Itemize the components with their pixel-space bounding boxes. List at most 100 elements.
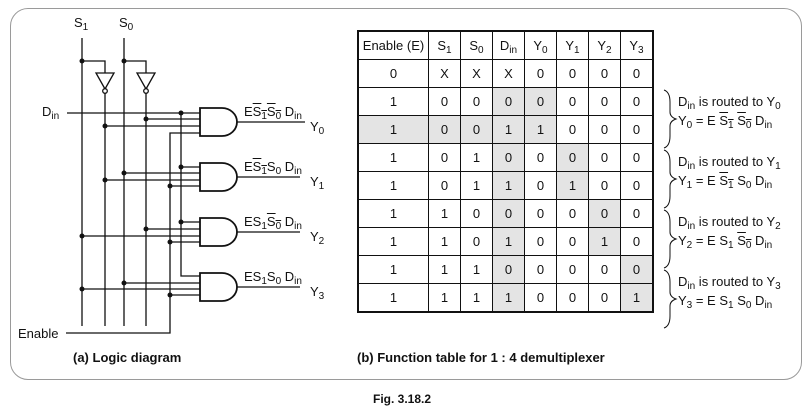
segment-text: = E S <box>692 293 729 308</box>
segment-text: Y <box>678 233 687 248</box>
subscript: in <box>294 221 302 232</box>
table-cell: 1 <box>357 227 429 256</box>
table-cell: 1 <box>460 255 493 284</box>
segment-text: S <box>74 15 83 30</box>
inverter-s1 <box>94 72 116 91</box>
text-segment: Enable (E) <box>363 38 424 53</box>
text-segment: Din <box>678 214 695 232</box>
table-cell: 0 <box>620 199 654 228</box>
text-segment: is routed to Y3 <box>695 274 781 292</box>
output-equation: Y1 = E S1 S0 Din <box>678 171 781 191</box>
table-cell: 0 <box>524 255 557 284</box>
segment-text: S <box>252 214 262 229</box>
segment-text: Y <box>565 38 575 53</box>
routing-text: Din is routed to Y0 <box>678 92 781 112</box>
text-segment: S0 <box>469 38 483 56</box>
subscript: 1 <box>686 180 693 191</box>
subscript: in <box>509 45 518 56</box>
din-label: Din <box>42 105 59 122</box>
segment-text: S <box>119 15 128 30</box>
table-cell: 1 <box>492 227 525 256</box>
subscript: 1 <box>728 180 734 191</box>
table-cell: 0 <box>460 227 493 256</box>
table-cell: 0 <box>588 115 621 144</box>
text-segment: Y2 <box>597 38 611 56</box>
subscript: 0 <box>745 180 752 191</box>
subscript: 1 <box>318 181 325 192</box>
table-cell: 0 <box>588 171 621 200</box>
segment-text: E <box>244 214 253 229</box>
table-cell: 0 <box>620 171 654 200</box>
y0-expression: ES1S0 Din <box>244 104 302 122</box>
subscript: in <box>687 281 696 292</box>
subscript: 1 <box>261 276 267 287</box>
subscript: 3 <box>686 300 693 311</box>
and-gate-y2 <box>199 217 300 247</box>
text-segment: S0 <box>267 269 281 287</box>
segment-text: D <box>281 104 295 119</box>
subscript: 2 <box>686 240 693 251</box>
text-segment: Din <box>281 269 302 287</box>
output-equation: Y2 = E S1 S0 Din <box>678 231 781 251</box>
text-segment: S0 <box>734 293 752 311</box>
table-cell: 0 <box>620 59 654 88</box>
text-segment: Y0 <box>310 119 324 137</box>
text-segment: Din <box>678 154 695 172</box>
table-cell: 0 <box>620 87 654 116</box>
table-cell: 0 <box>357 59 429 88</box>
text-segment: Enable <box>18 326 58 341</box>
segment-text: = E S <box>692 233 729 248</box>
text-segment: Y0 <box>533 38 547 56</box>
segment-text: Enable (E) <box>362 38 425 53</box>
segment-text: S <box>469 38 479 53</box>
segment-text: Y <box>310 174 319 189</box>
segment-text: D <box>751 113 765 128</box>
table-cell: 0 <box>588 255 621 284</box>
table-cell: 0 <box>524 143 557 172</box>
text-segment: Din <box>281 214 302 232</box>
segment-text: S <box>252 269 262 284</box>
subscript: 1 <box>775 161 781 172</box>
segment-text: is routed to Y <box>695 274 776 289</box>
subscript: in <box>764 240 773 251</box>
subscript: 1 <box>728 300 734 311</box>
subscript: in <box>764 120 773 131</box>
segment-text: E <box>244 269 253 284</box>
subscript: 0 <box>745 300 752 311</box>
subscript: 0 <box>275 221 282 232</box>
segment-text: Y <box>533 38 543 53</box>
table-cell: 1 <box>357 199 429 228</box>
segment-text: S <box>719 173 729 188</box>
table-cell: 1 <box>556 171 589 200</box>
figure-caption: Fig. 3.18.2 <box>373 392 432 406</box>
column-header: Enable (E) <box>357 30 429 60</box>
subscript: in <box>51 111 60 122</box>
table-cell: 1 <box>620 283 654 313</box>
segment-text: S <box>266 214 276 229</box>
table-cell: 1 <box>357 255 429 284</box>
subscript: in <box>764 180 773 191</box>
subscript: 3 <box>638 45 644 56</box>
y2-expression: ES1S0 Din <box>244 214 302 232</box>
subscript: 0 <box>275 166 282 177</box>
segment-text: D <box>281 214 295 229</box>
routing-text: Din is routed to Y2 <box>678 212 781 232</box>
subscript: in <box>294 276 302 287</box>
table-cell: 0 <box>588 143 621 172</box>
table-cell: 1 <box>428 227 461 256</box>
subscript: in <box>294 166 302 177</box>
text-segment: Din <box>751 173 773 191</box>
text-segment: S0 <box>267 104 281 122</box>
table-cell: 1 <box>357 87 429 116</box>
segment-text: Y <box>310 119 319 134</box>
segment-text: D <box>281 269 295 284</box>
segment-text: Y <box>310 284 319 299</box>
table-cell: 1 <box>428 283 461 313</box>
table-cell: 0 <box>492 143 525 172</box>
